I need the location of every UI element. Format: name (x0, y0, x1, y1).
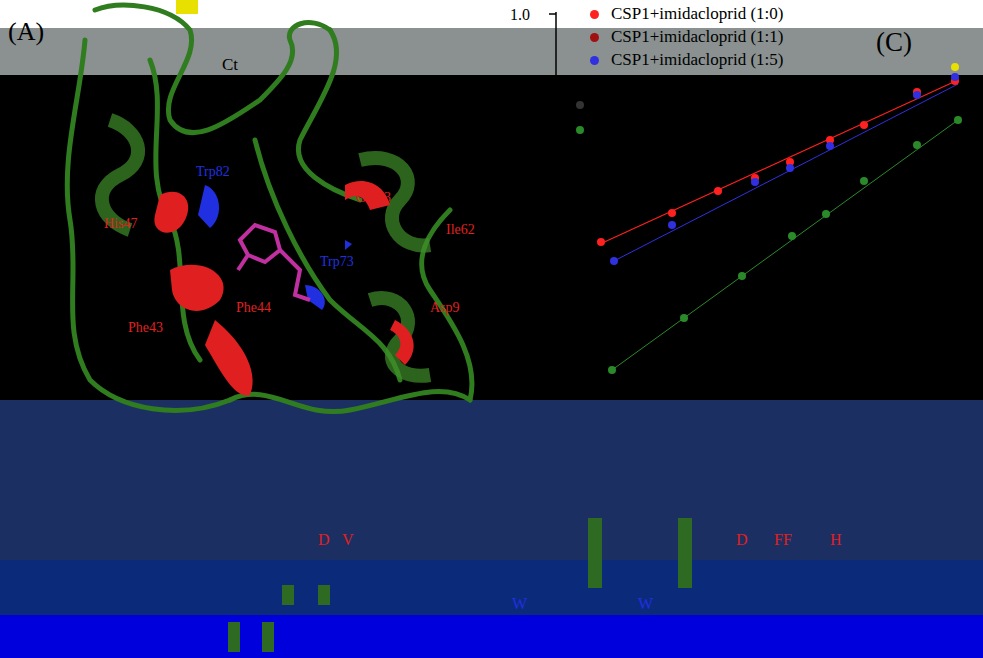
figure-label: His47 (104, 216, 137, 231)
figure-label: W (512, 595, 527, 613)
figure-label: (A) (8, 18, 44, 47)
figure-label: Phe44 (236, 300, 271, 315)
legend-text: CSP1+imidacloprid (1:5) (611, 50, 784, 70)
figure-label: FF (774, 531, 792, 549)
legend-row: CSP1+imidacloprid (1:1) (590, 27, 784, 47)
figure-label: 1.0 (510, 6, 530, 24)
figure-label: Ile62 (446, 222, 475, 237)
figure-label: Ct (222, 56, 238, 75)
figure-label: Trp82 (196, 164, 230, 179)
figure-label: Asp9 (430, 300, 460, 315)
legend-text: CSP1+imidacloprid (1:0) (611, 4, 784, 24)
figure-label: V (342, 531, 354, 549)
legend-row: CSP1+imidacloprid (1:0) (590, 4, 784, 24)
figure-label: Phe43 (128, 320, 163, 335)
legend-swatch (590, 56, 599, 65)
legend-swatch (590, 10, 599, 19)
figure-label: (C) (876, 28, 912, 58)
figure-label: Trp73 (320, 254, 354, 269)
figure-label: H (830, 531, 842, 549)
figure-label: W (638, 595, 653, 613)
legend-text: CSP1+imidacloprid (1:1) (611, 27, 784, 47)
legend-row: CSP1+imidacloprid (1:5) (590, 50, 784, 70)
figure-label: Gln63 (356, 190, 391, 205)
figure-label: D (736, 531, 748, 549)
legend-swatch (590, 33, 599, 42)
figure-label: D (318, 531, 330, 549)
